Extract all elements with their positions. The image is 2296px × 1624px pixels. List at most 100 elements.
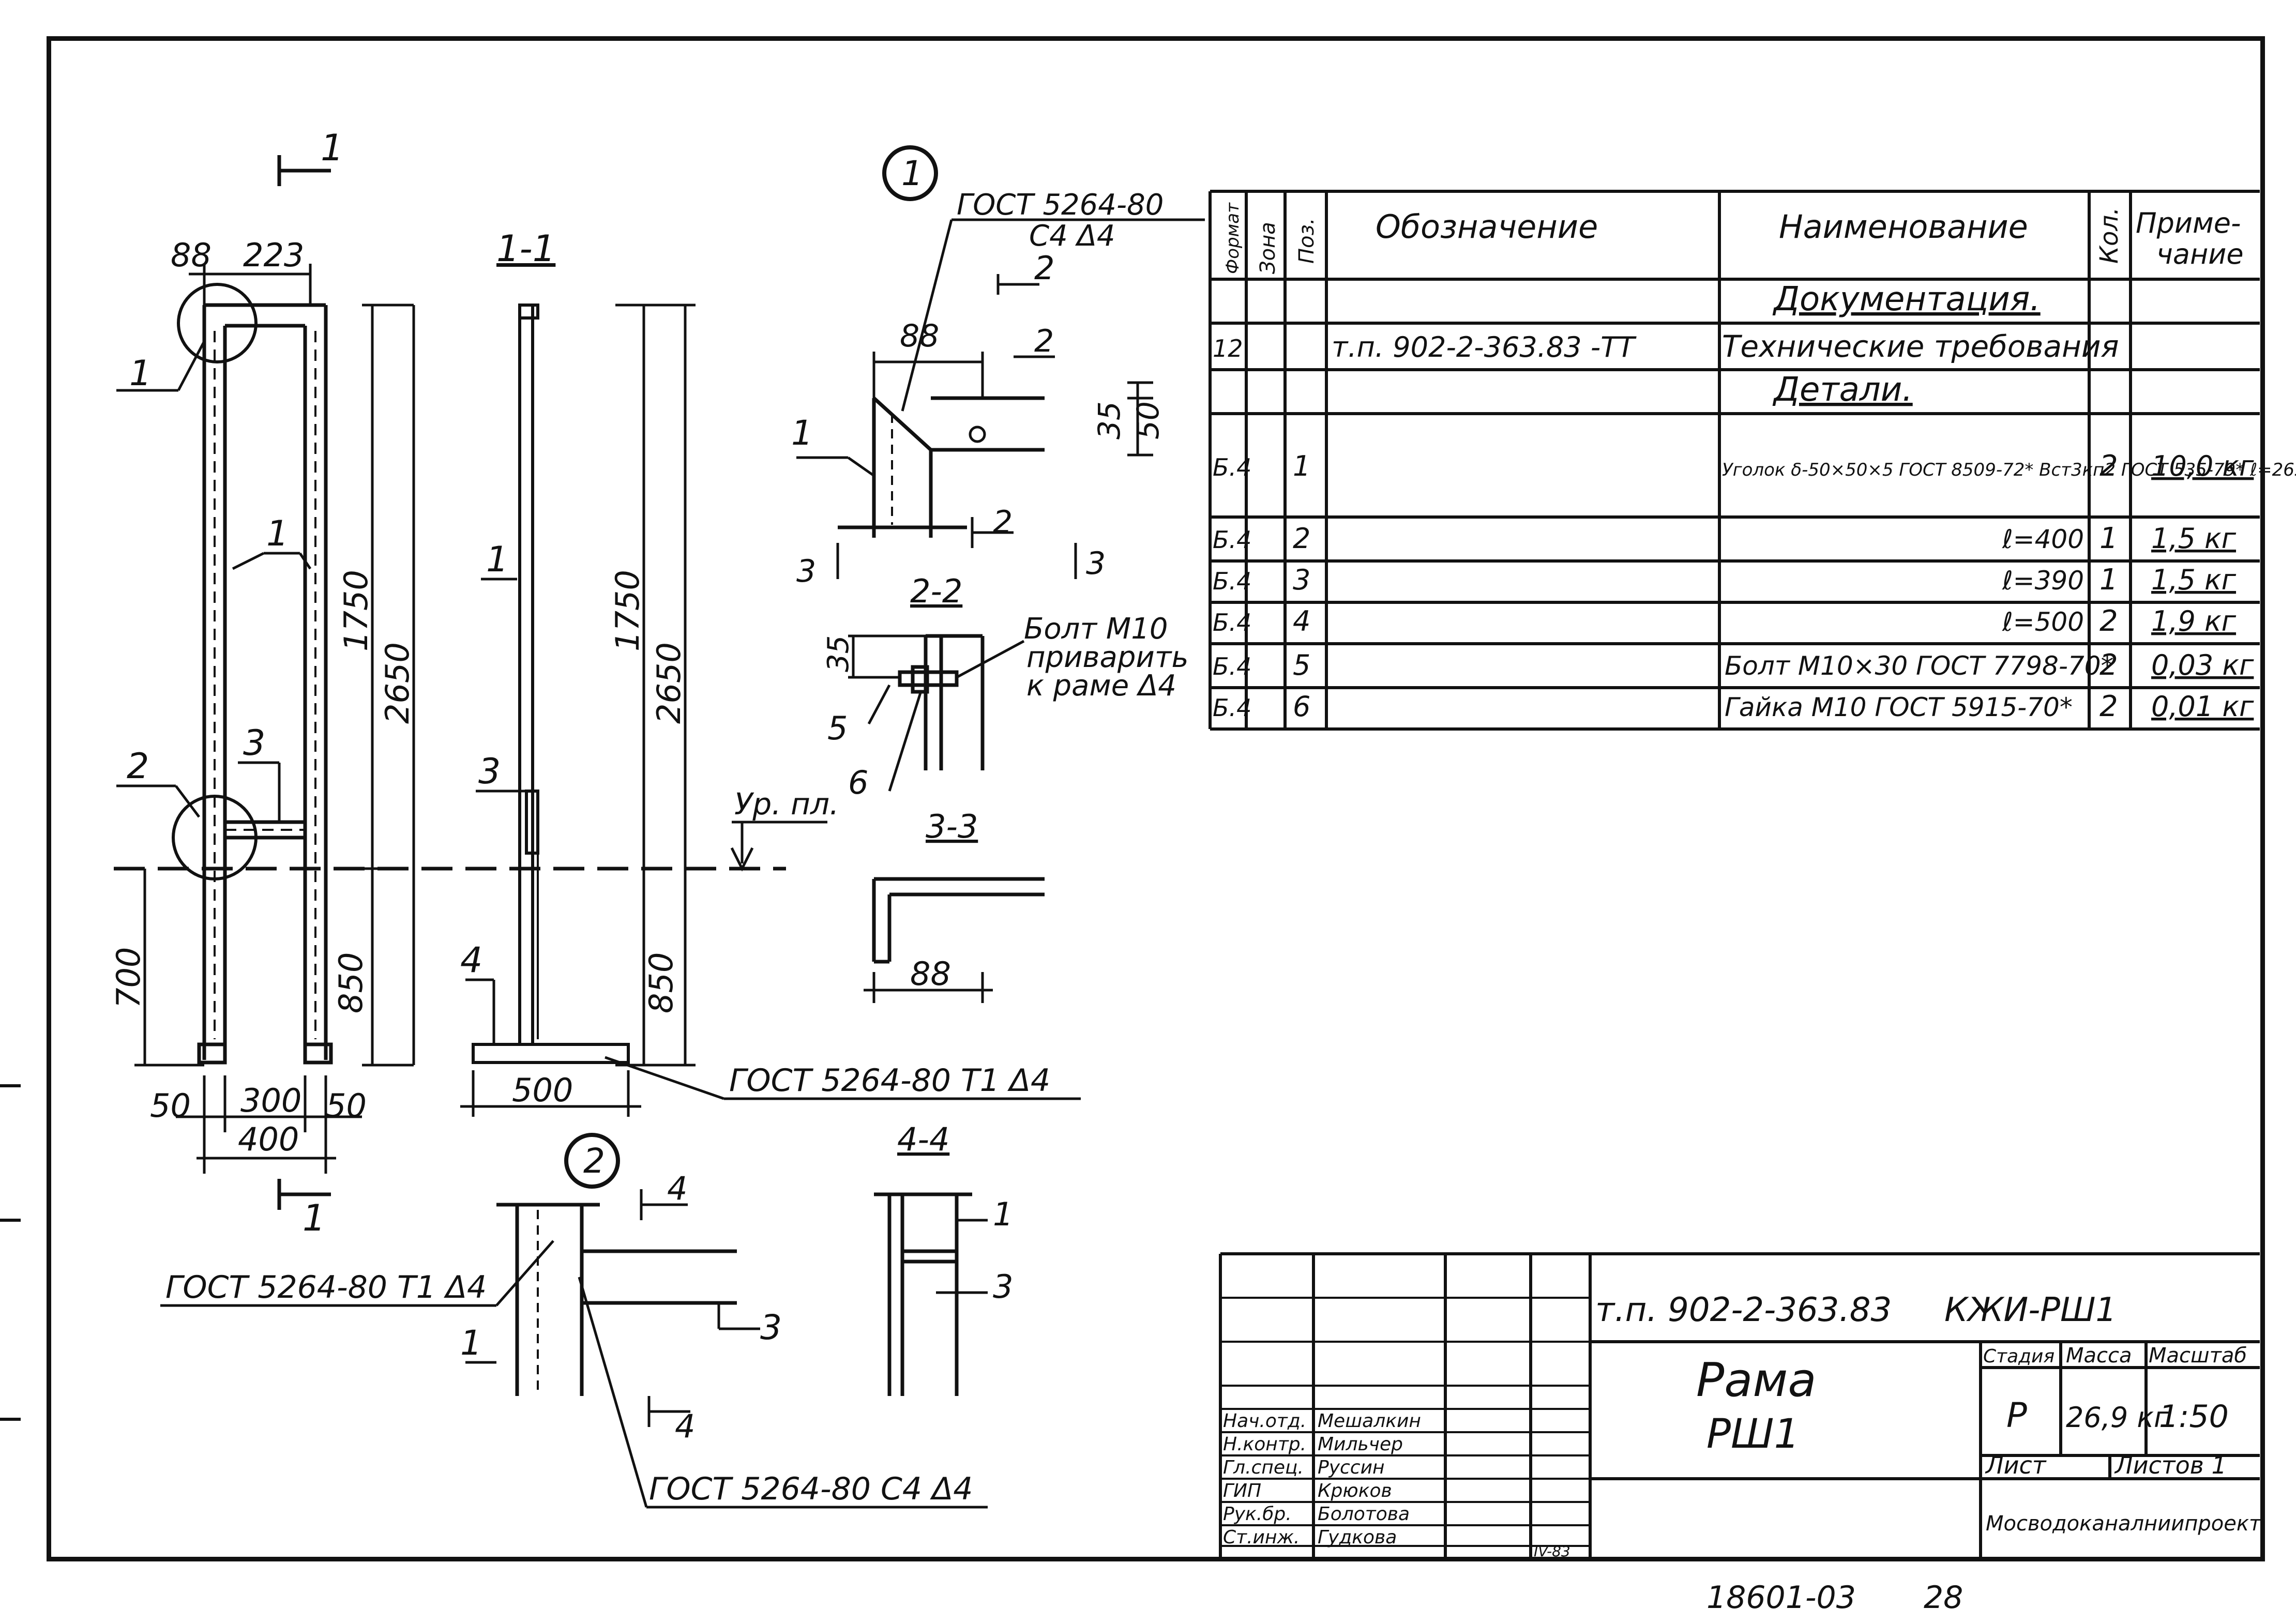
signer-role: Рук.бр. xyxy=(1223,1504,1292,1525)
detail-1-pos-2: 2 xyxy=(1034,323,1054,359)
side-pos-1: 1 xyxy=(486,539,508,580)
spec-row-qty: 2 xyxy=(2099,690,2118,723)
stage-value: Р xyxy=(2006,1395,2027,1435)
dim-2650: 2650 xyxy=(379,642,416,724)
sheet-label: Лист xyxy=(1985,1451,2047,1479)
signer-name: Мешалкин xyxy=(1318,1410,1421,1432)
detail-1-sec-3-right: 3 xyxy=(1086,545,1106,582)
sign-date: IV-83 xyxy=(1534,1543,1570,1560)
section-2-2-dim-35: 35 xyxy=(822,635,855,672)
spec-header-name: Наименование xyxy=(1779,208,2028,246)
dim-88: 88 xyxy=(171,236,212,274)
detail-2-pos-1: 1 xyxy=(460,1323,482,1363)
pos-1-b: 1 xyxy=(266,513,289,554)
detail-1-dim-50: 50 xyxy=(1130,401,1166,439)
section-mark-top: 1 xyxy=(321,127,344,169)
signer-role: Ст.инж. xyxy=(1223,1527,1300,1548)
frame-outline xyxy=(197,303,333,1065)
signer-name: Крюков xyxy=(1318,1480,1392,1501)
signer-name: Болотова xyxy=(1318,1504,1410,1525)
signer-name: Мильчер xyxy=(1318,1434,1403,1455)
signer-role: ГИП xyxy=(1223,1480,1261,1501)
edge-ticks xyxy=(0,1084,21,1421)
organization: Мосводоканалниипроект xyxy=(1986,1512,2262,1536)
spec-row-name: Детали. xyxy=(1772,371,1913,409)
sheet-code: КЖИ-РШ1 xyxy=(1944,1291,2117,1329)
detail-1-weld2: С4 Δ4 xyxy=(1029,219,1115,253)
section-2-2: 2-2 35 Болт М10 приварить к раме Δ4 5 6 xyxy=(822,572,1188,801)
detail-1-sec-3-left: 3 xyxy=(796,553,816,589)
section-mark-bottom: 1 xyxy=(303,1197,326,1239)
scale-value: 1:50 xyxy=(2159,1399,2229,1435)
section-3-3-title: 3-3 xyxy=(926,808,978,845)
spec-header-zone: Зона xyxy=(1256,222,1280,274)
signer-name: Гудкова xyxy=(1318,1527,1397,1548)
spec-row-pos: 1 xyxy=(1293,450,1310,482)
section-3-3-dim-88: 88 xyxy=(910,955,951,993)
detail-1-dim-88: 88 xyxy=(900,318,939,354)
section-4-4: 4-4 1 3 xyxy=(874,1120,1013,1396)
detail-1-pos-1: 1 xyxy=(791,413,813,453)
pos-3: 3 xyxy=(243,723,265,764)
detail-2-mark-4-bottom: 4 xyxy=(675,1407,695,1445)
side-view: 1-1 1750 2650 850 500 1 3 xyxy=(460,227,1081,1117)
floor-level-label: Ур. пл. xyxy=(734,786,839,822)
spec-row-pos: 2 xyxy=(1293,522,1310,555)
pos-1-a: 1 xyxy=(129,353,152,394)
doc-code: т.п. 902-2-363.83 xyxy=(1595,1291,1892,1329)
spec-row-note: 0,03 кг xyxy=(2151,649,2254,681)
front-view: 1 1 xyxy=(110,127,786,1239)
title-line-2: РШ1 xyxy=(1706,1411,1800,1458)
sheets-label: Листов 1 xyxy=(2114,1451,2227,1479)
dim-1750: 1750 xyxy=(337,570,375,651)
detail-2-weld-t1: ГОСТ 5264-80 Т1 Δ4 xyxy=(165,1269,487,1306)
pos-2: 2 xyxy=(127,746,149,787)
mass-label: Масса xyxy=(2066,1344,2132,1368)
spec-row-name: Технические требования xyxy=(1722,329,2119,364)
mass-value: 26,9 кг xyxy=(2066,1401,2169,1434)
side-dim-2650: 2650 xyxy=(650,642,688,724)
spec-row-pos: 3 xyxy=(1293,564,1310,596)
spec-row-format: Б.4 xyxy=(1213,652,1251,680)
spec-row-name: ℓ=400 xyxy=(2002,524,2084,554)
signer-role: Нач.отд. xyxy=(1223,1410,1306,1432)
spec-row-format: Б.4 xyxy=(1213,526,1251,554)
spec-grid xyxy=(1209,190,2260,731)
weld-note-2: к раме Δ4 xyxy=(1026,669,1176,703)
dim-50-right: 50 xyxy=(326,1087,367,1125)
spec-row-pos: 4 xyxy=(1293,605,1310,638)
spec-row-name: Болт М10×30 ГОСТ 7798-70* xyxy=(1725,651,2114,681)
signer-role: Гл.спец. xyxy=(1223,1457,1304,1478)
weld-base-label: ГОСТ 5264-80 Т1 Δ4 xyxy=(729,1063,1050,1099)
dim-50-left: 50 xyxy=(150,1087,191,1125)
detail-2-weld-c4: ГОСТ 5264-80 С4 Δ4 xyxy=(649,1471,973,1507)
section-4-4-pos-3: 3 xyxy=(993,1268,1013,1306)
section-3-3: 3-3 88 xyxy=(864,808,1045,1003)
spec-row-note: 10,0 кг xyxy=(2151,450,2254,482)
section-4-4-title: 4-4 xyxy=(897,1120,949,1158)
spec-row-code: т.п. 902-2-363.83 -ТТ xyxy=(1332,331,1637,363)
section-2-2-pos-6: 6 xyxy=(848,764,868,801)
spec-row-note: 0,01 кг xyxy=(2151,690,2254,723)
dim-300: 300 xyxy=(240,1082,301,1119)
detail-2: 2 4 4 ГОСТ 5264-80 Т1 Δ4 ГОСТ 5264-80 С4… xyxy=(160,1133,988,1509)
spec-row-qty: 2 xyxy=(2099,604,2118,638)
detail-1-sec-2-bottom: 2 xyxy=(993,504,1013,540)
spec-row-format: Б.4 xyxy=(1213,453,1251,481)
spec-row-pos: 6 xyxy=(1293,690,1310,723)
detail-2-mark-4-top: 4 xyxy=(667,1170,687,1207)
spec-header-code: Обозначение xyxy=(1376,208,1598,246)
spec-row-format: Б.4 xyxy=(1213,567,1251,595)
side-dim-1750: 1750 xyxy=(609,570,646,651)
signer-role: Н.контр. xyxy=(1223,1434,1306,1455)
scale-label: Масштаб xyxy=(2149,1344,2247,1368)
detail-1: 1 ГОСТ 5264-80 С4 Δ4 xyxy=(791,145,1205,589)
detail-1-callout: 1 xyxy=(901,154,923,193)
spec-header-pos: Поз. xyxy=(1295,218,1319,264)
drawing-frame xyxy=(47,36,2265,1561)
side-dim-850: 850 xyxy=(642,952,680,1013)
spec-row-qty: 1 xyxy=(2099,522,2118,555)
title-line-1: Рама xyxy=(1696,1353,1816,1407)
